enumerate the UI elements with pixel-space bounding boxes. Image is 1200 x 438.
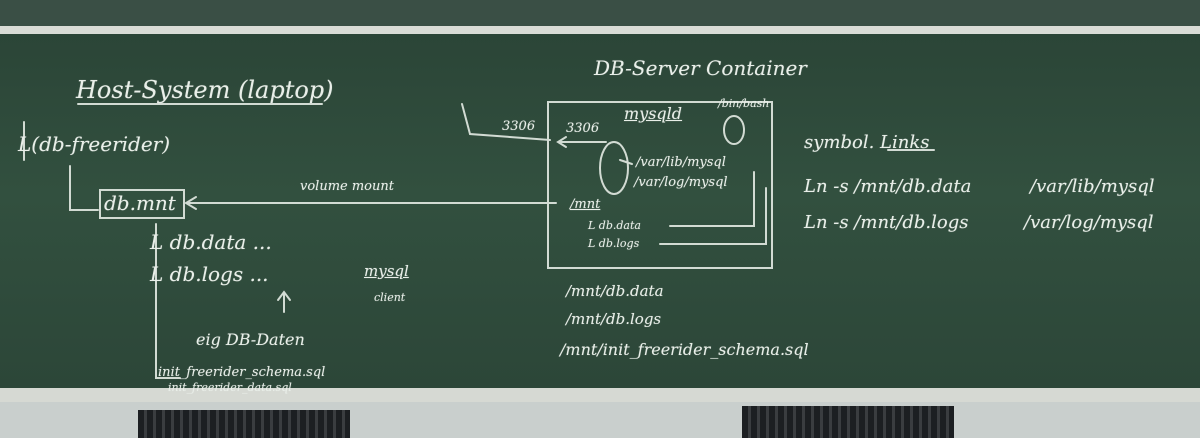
host-mount-folder: db.mnt bbox=[104, 191, 176, 215]
link-line-data bbox=[669, 171, 755, 227]
init-data-file: init_freerider_data.sql bbox=[168, 381, 292, 394]
db-mnt-box bbox=[99, 189, 185, 219]
mnt-data-path: L db.data bbox=[588, 219, 641, 232]
bash-path: /bin/bash bbox=[718, 97, 770, 110]
below-init-schema: /mnt/init_freerider_schema.sql bbox=[560, 340, 809, 359]
wall-top bbox=[0, 0, 1200, 30]
below-mnt-data: /mnt/db.data bbox=[566, 282, 664, 300]
chalkboard bbox=[0, 34, 1200, 390]
mysqld-label: mysqld bbox=[624, 104, 683, 123]
radiator-left bbox=[138, 410, 350, 438]
symlink-1-target: /var/lib/mysql bbox=[1030, 176, 1155, 197]
container-box bbox=[547, 101, 773, 269]
up-arrow bbox=[277, 290, 291, 313]
var-log-path: /var/log/mysql bbox=[634, 175, 728, 190]
port-arrow bbox=[556, 136, 607, 148]
host-logs-folder: L db.logs ... bbox=[150, 262, 269, 286]
mysqld-ellipse bbox=[599, 141, 629, 195]
board-bottom-rail bbox=[0, 388, 1200, 402]
volume-mount-label: volume mount bbox=[300, 179, 394, 194]
tree-line-init bbox=[155, 223, 181, 379]
link-line-logs bbox=[659, 187, 767, 245]
container-title: DB-Server Container bbox=[594, 56, 807, 80]
host-title: Host-System (laptop) bbox=[76, 76, 334, 104]
var-lib-path: /var/lib/mysql bbox=[636, 155, 726, 170]
symlink-2-cmd: Ln -s /mnt/db.logs bbox=[804, 212, 969, 233]
db-data-arrow-label: eig DB-Daten bbox=[196, 330, 305, 349]
mysqld-pointer bbox=[619, 159, 633, 165]
mysql-client-sub: client bbox=[374, 291, 406, 304]
host-data-folder: L db.data ... bbox=[150, 230, 272, 254]
tree-line-mount bbox=[69, 165, 99, 211]
mnt-root-path: /mnt bbox=[570, 197, 601, 212]
bash-ellipse bbox=[723, 115, 745, 145]
host-root-folder: L(db-freerider) bbox=[18, 132, 171, 156]
symlink-title: symbol. Links bbox=[804, 132, 930, 153]
mysql-client-label: mysql bbox=[364, 262, 409, 280]
port-host-line bbox=[461, 103, 551, 141]
board-top-rail bbox=[0, 26, 1200, 34]
radiator-right bbox=[742, 406, 954, 438]
symlink-1-cmd: Ln -s /mnt/db.data bbox=[804, 176, 972, 197]
volume-mount-arrowhead bbox=[184, 196, 197, 210]
port-host: 3306 bbox=[502, 119, 536, 134]
port-container: 3306 bbox=[566, 121, 600, 136]
init-schema-file: init_freerider_schema.sql bbox=[158, 365, 326, 380]
symlink-2-target: /var/log/mysql bbox=[1024, 212, 1154, 233]
mnt-logs-path: L db.logs bbox=[588, 237, 640, 250]
below-mnt-logs: /mnt/db.logs bbox=[566, 310, 662, 328]
